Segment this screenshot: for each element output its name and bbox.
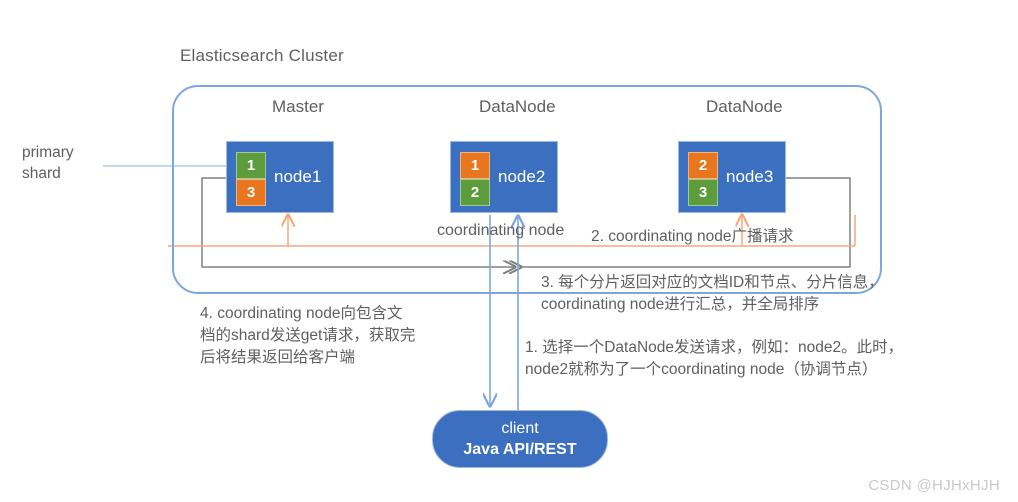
- shard-stack: 2 3: [688, 152, 718, 206]
- step-2-note: 2. coordinating node广播请求: [591, 228, 794, 245]
- column-header-datanode-2: DataNode: [706, 97, 783, 116]
- client-title: client: [501, 419, 539, 437]
- shard-badge: 1: [460, 152, 490, 179]
- watermark: CSDN @HJHxHJH: [868, 477, 1000, 494]
- shard-stack: 1 2: [460, 152, 490, 206]
- step-3-note: 3. 每个分片返回对应的文档ID和节点、分片信息， coordinating n…: [541, 274, 884, 313]
- node-box-node3[interactable]: 2 3 node3: [678, 141, 786, 213]
- shard-badge: 2: [688, 152, 718, 179]
- node-box-node1[interactable]: 1 3 node1: [226, 141, 334, 213]
- column-header-master: Master: [272, 97, 324, 116]
- node-label: node2: [498, 167, 546, 186]
- client-node[interactable]: client Java API/REST: [432, 410, 608, 468]
- node-box-node2[interactable]: 1 2 node2: [450, 141, 558, 213]
- coordinating-node-label: coordinating node: [437, 222, 565, 239]
- step-1-note: 1. 选择一个DataNode发送请求，例如：node2。此时， node2就称…: [525, 339, 904, 378]
- shard-badge: 2: [460, 179, 490, 206]
- client-subtitle: Java API/REST: [463, 440, 577, 458]
- shard-badge: 3: [236, 179, 266, 206]
- column-header-datanode-1: DataNode: [479, 97, 556, 116]
- shard-badge: 1: [236, 152, 266, 179]
- cluster-boundary: [172, 85, 882, 294]
- step-4-note: 4. coordinating node向包含文 档的shard发送get请求，…: [200, 305, 416, 366]
- node-label: node1: [274, 167, 322, 186]
- node-label: node3: [726, 167, 774, 186]
- cluster-title: Elasticsearch Cluster: [180, 46, 344, 65]
- primary-shard-label: primary shard: [22, 144, 74, 182]
- shard-stack: 1 3: [236, 152, 266, 206]
- shard-badge: 3: [688, 179, 718, 206]
